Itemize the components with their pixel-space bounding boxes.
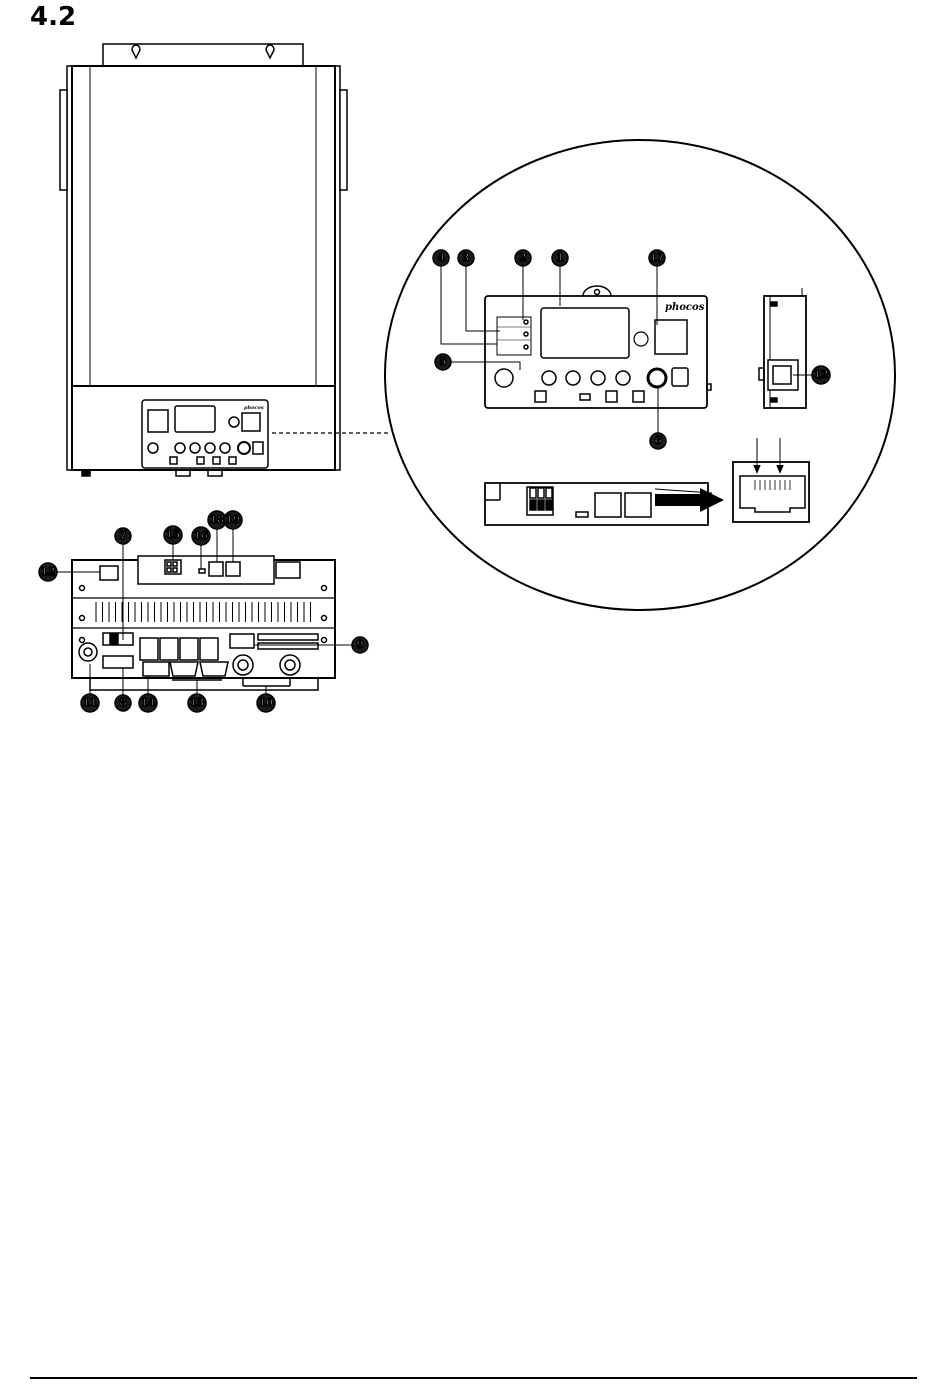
callout-14: 14 bbox=[139, 694, 157, 712]
callout-16: 16 bbox=[192, 527, 210, 545]
callout-6: 6 bbox=[650, 433, 666, 449]
svg-text:19: 19 bbox=[226, 514, 241, 526]
svg-text:12: 12 bbox=[41, 566, 56, 578]
callout-19: 19 bbox=[224, 511, 242, 529]
front-panel-detail: phocos bbox=[485, 286, 711, 408]
svg-text:1: 1 bbox=[556, 252, 563, 264]
svg-text:2: 2 bbox=[519, 252, 526, 264]
callout-3: 3 bbox=[458, 250, 474, 266]
callout-1: 1 bbox=[552, 250, 568, 266]
svg-text:6: 6 bbox=[654, 435, 661, 447]
small-brand-logo: phocos bbox=[244, 405, 264, 411]
inverter-front-view: phocos bbox=[60, 44, 388, 476]
callout-9: 9 bbox=[352, 637, 368, 653]
svg-text:17: 17 bbox=[650, 252, 665, 264]
callout-10: 10 bbox=[257, 694, 275, 712]
svg-text:12: 12 bbox=[814, 369, 829, 381]
callout-12-side: 12 bbox=[812, 366, 830, 384]
side-view-detail bbox=[759, 288, 806, 408]
callout-11: 11 bbox=[81, 694, 99, 712]
svg-text:13: 13 bbox=[190, 697, 205, 709]
svg-text:9: 9 bbox=[356, 639, 363, 651]
svg-text:11: 11 bbox=[83, 697, 98, 709]
svg-text:7: 7 bbox=[119, 530, 126, 542]
svg-text:5: 5 bbox=[439, 356, 446, 368]
brand-logo: phocos bbox=[665, 302, 705, 313]
callout-13: 13 bbox=[188, 694, 206, 712]
callout-12-rear: 12 bbox=[39, 563, 57, 581]
svg-text:4: 4 bbox=[437, 252, 444, 264]
callout-4: 4 bbox=[433, 250, 449, 266]
callout-2: 2 bbox=[515, 250, 531, 266]
page-footer-rule bbox=[30, 1377, 917, 1379]
svg-text:10: 10 bbox=[259, 697, 274, 709]
callout-15: 15 bbox=[164, 526, 182, 544]
callout-5: 5 bbox=[435, 354, 451, 370]
svg-text:3: 3 bbox=[462, 252, 469, 264]
inverter-bottom-view bbox=[72, 556, 335, 690]
callout-7: 7 bbox=[115, 528, 131, 544]
svg-text:18: 18 bbox=[210, 514, 225, 526]
callout-8: 8 bbox=[115, 695, 131, 711]
svg-text:14: 14 bbox=[141, 697, 156, 709]
svg-text:8: 8 bbox=[119, 697, 126, 709]
callout-17: 17 bbox=[649, 250, 665, 266]
svg-text:15: 15 bbox=[166, 529, 181, 541]
svg-text:16: 16 bbox=[194, 530, 209, 542]
